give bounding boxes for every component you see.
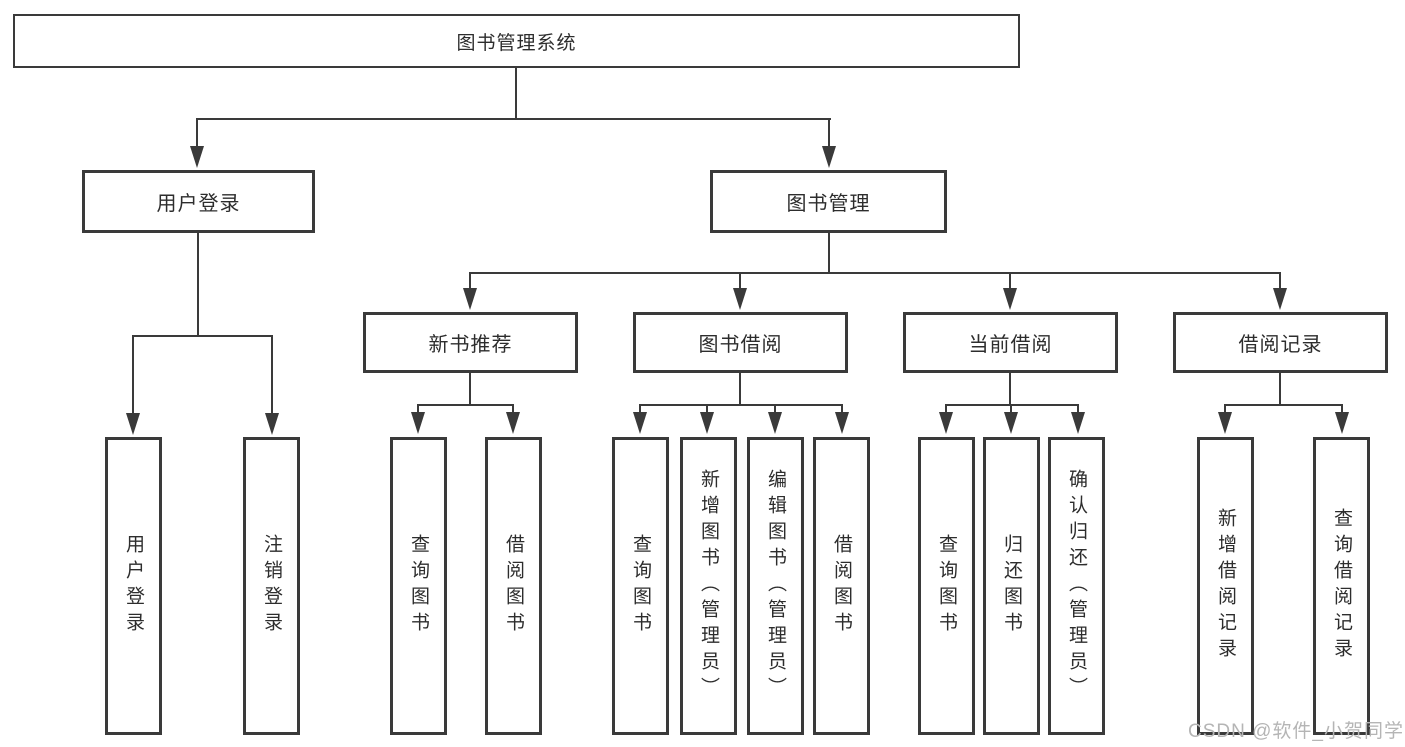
arrow-down-icon <box>265 413 279 435</box>
leaf-current-query-books: 查询图书 <box>918 437 975 735</box>
connector-line <box>417 404 514 406</box>
connector-line <box>945 404 947 414</box>
leaf-logout: 注销登录 <box>243 437 300 735</box>
arrow-down-icon <box>1071 412 1085 434</box>
connector-line <box>197 233 199 335</box>
leaf-borrow-borrow-books: 借阅图书 <box>813 437 870 735</box>
arrow-down-icon <box>1003 288 1017 310</box>
connector-line <box>828 118 830 148</box>
connector-line <box>132 335 273 337</box>
connector-line <box>196 118 198 148</box>
connector-line <box>639 404 641 414</box>
node-new-book-recommend: 新书推荐 <box>363 312 578 373</box>
connector-line <box>1077 404 1079 414</box>
connector-line <box>417 404 419 414</box>
leaf-borrow-query-books: 查询图书 <box>612 437 669 735</box>
connector-line <box>1224 404 1226 414</box>
connector-line <box>469 272 1281 274</box>
leaf-records-add-record: 新增借阅记录 <box>1197 437 1254 735</box>
node-book-management: 图书管理 <box>710 170 947 233</box>
connector-line <box>271 335 273 416</box>
leaf-borrow-add-books-admin: 新增图书（管理员） <box>680 437 737 735</box>
arrow-down-icon <box>700 412 714 434</box>
connector-line <box>639 404 843 406</box>
connector-line <box>1341 404 1343 414</box>
arrow-down-icon <box>1335 412 1349 434</box>
arrow-down-icon <box>733 288 747 310</box>
connector-line <box>841 404 843 414</box>
connector-line <box>469 373 471 404</box>
node-user-login: 用户登录 <box>82 170 315 233</box>
arrow-down-icon <box>835 412 849 434</box>
connector-line <box>1224 404 1343 406</box>
arrow-down-icon <box>633 412 647 434</box>
connector-line <box>512 404 514 414</box>
leaf-user-login: 用户登录 <box>105 437 162 735</box>
arrow-down-icon <box>190 146 204 168</box>
arrow-down-icon <box>1218 412 1232 434</box>
connector-line <box>515 68 517 118</box>
arrow-down-icon <box>1004 412 1018 434</box>
connector-line <box>945 404 1079 406</box>
arrow-down-icon <box>768 412 782 434</box>
connector-line <box>1279 373 1281 404</box>
connector-line <box>132 335 134 416</box>
connector-line <box>1279 272 1281 289</box>
node-book-borrow: 图书借阅 <box>633 312 848 373</box>
arrow-down-icon <box>463 288 477 310</box>
node-library-system: 图书管理系统 <box>13 14 1020 68</box>
leaf-recommend-query-books: 查询图书 <box>390 437 447 735</box>
connector-line <box>739 373 741 404</box>
arrow-down-icon <box>822 146 836 168</box>
arrow-down-icon <box>126 413 140 435</box>
leaf-recommend-borrow-books: 借阅图书 <box>485 437 542 735</box>
arrow-down-icon <box>411 412 425 434</box>
arrow-down-icon <box>506 412 520 434</box>
leaf-borrow-edit-books-admin: 编辑图书（管理员） <box>747 437 804 735</box>
node-current-borrow: 当前借阅 <box>903 312 1118 373</box>
leaf-current-confirm-return-admin: 确认归还（管理员） <box>1048 437 1105 735</box>
arrow-down-icon <box>1273 288 1287 310</box>
watermark: CSDN @软件_小贺同学 <box>1188 721 1404 742</box>
connector-line <box>1010 404 1012 414</box>
leaf-current-return-books: 归还图书 <box>983 437 1040 735</box>
node-borrow-records: 借阅记录 <box>1173 312 1388 373</box>
connector-line <box>774 404 776 414</box>
arrow-down-icon <box>939 412 953 434</box>
connector-line <box>706 404 708 414</box>
connector-line <box>469 272 471 289</box>
connector-line <box>196 118 831 120</box>
connector-line <box>1009 373 1011 404</box>
connector-line <box>1009 272 1011 289</box>
connector-line <box>828 233 830 272</box>
leaf-records-query-record: 查询借阅记录 <box>1313 437 1370 735</box>
connector-line <box>739 272 741 289</box>
